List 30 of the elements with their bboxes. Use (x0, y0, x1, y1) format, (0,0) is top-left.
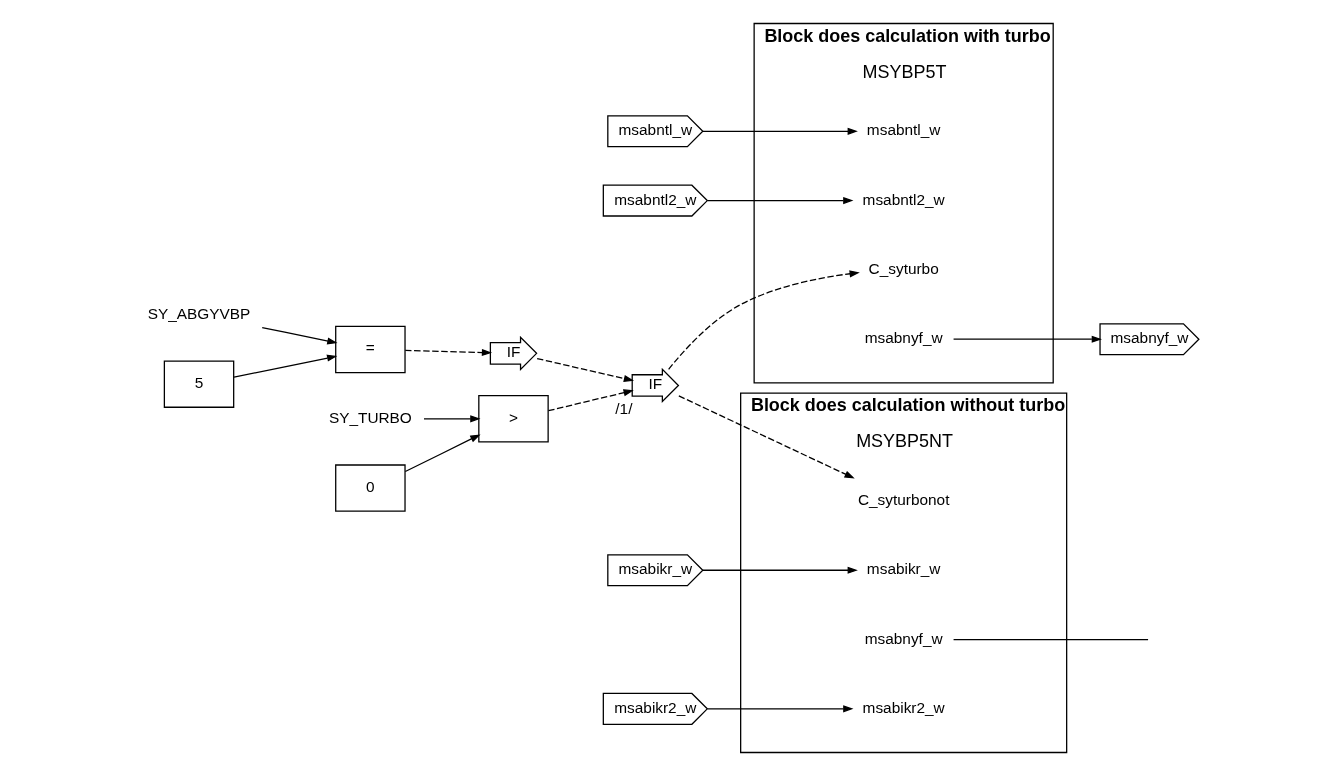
arrow (701, 566, 858, 574)
node-text: SY_TURBO (328, 408, 412, 426)
node-box: = (334, 325, 406, 374)
connector (952, 638, 1149, 641)
arrow (261, 326, 338, 345)
arrow (706, 197, 853, 205)
node-text: msabikr_w (866, 560, 940, 578)
arrow (701, 127, 858, 135)
node-box: > (477, 395, 549, 443)
node-label: /1/ (614, 399, 632, 417)
arrow (232, 354, 337, 378)
node-text: msabntl2_w (862, 190, 945, 208)
node-text: C_syturbo (868, 259, 939, 277)
node-text: C_syturbonot (857, 490, 949, 508)
arrow (422, 415, 480, 423)
arrow (547, 389, 634, 412)
arrow (677, 395, 855, 479)
node-text: msabntl_w (866, 121, 940, 139)
arrow (952, 335, 1102, 343)
node-text: msabikr2_w (862, 698, 945, 716)
arrow (536, 357, 634, 383)
node-box: 5 (163, 360, 234, 408)
arrow (667, 270, 860, 370)
node-box: 0 (334, 464, 406, 512)
arrow (404, 348, 492, 357)
arrow (404, 434, 481, 473)
arrow (706, 705, 853, 713)
node-text: SY_ABGYVBP (147, 304, 250, 322)
node-text: msabnyf_w (864, 329, 943, 347)
node-text: msabnyf_w (864, 629, 943, 647)
